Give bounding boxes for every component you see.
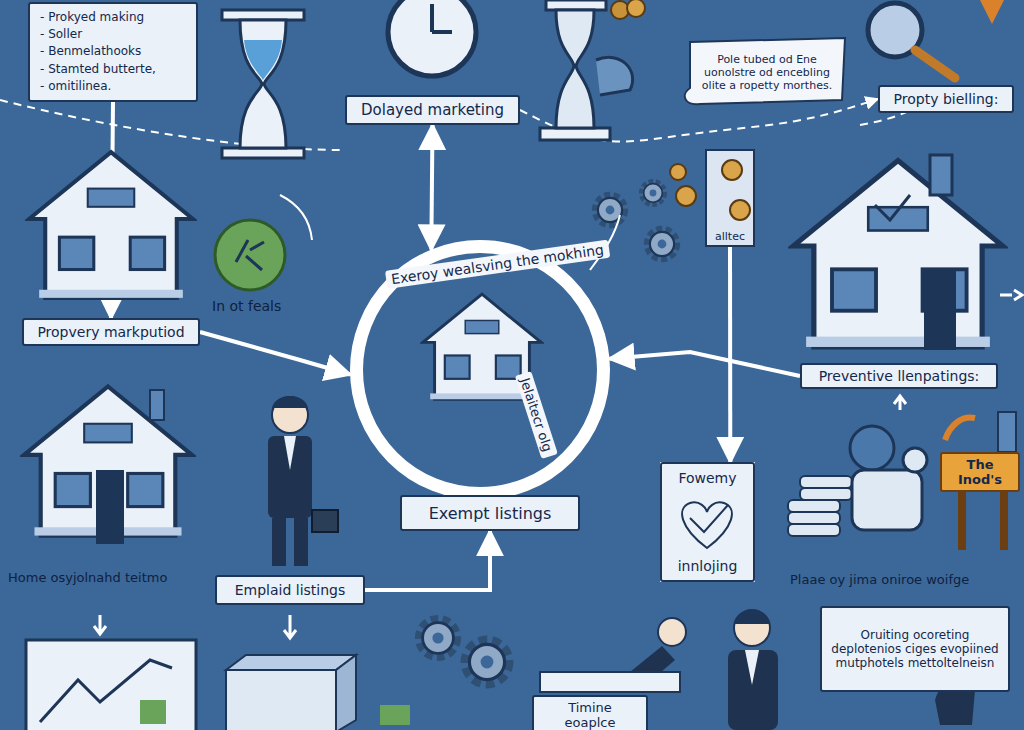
- coin: [730, 200, 750, 220]
- gear-icon: [648, 230, 677, 259]
- gear-icon: [420, 620, 456, 656]
- node-text: Oruiting ocoreting deplotenios ciges evo…: [830, 628, 1000, 670]
- clock-icon: [388, 0, 476, 76]
- node-text: The Inod's: [946, 457, 1014, 487]
- badge-icon: [215, 220, 285, 290]
- sign-post: [958, 488, 966, 550]
- person-figure: [728, 610, 778, 730]
- node-text: - Stamted butterte,: [40, 61, 156, 78]
- check-mark: [690, 505, 728, 532]
- coin: [627, 0, 645, 17]
- process-box: Dolayed marketing: [345, 95, 520, 125]
- process-box: Exempt listings: [400, 495, 580, 531]
- process-box: Preventive llenpatings:: [800, 363, 998, 389]
- node-text: Exeroy wealsving the mokhing: [385, 240, 610, 289]
- note-list: - Prokyed making- Soller- Benmelathooks-…: [28, 2, 198, 102]
- free-label: Plaae oy jima oniroe woifge: [790, 572, 969, 587]
- gear-icon: [596, 196, 625, 225]
- node-text: Jelaitecr olg: [515, 371, 558, 459]
- coin: [670, 164, 686, 180]
- arrow-stub: [894, 396, 906, 410]
- house-icon: [29, 152, 193, 298]
- node-text: innlojing: [678, 558, 738, 574]
- node-text: Propty bielling:: [894, 91, 999, 107]
- box-icon: [226, 655, 356, 730]
- scroll-note: Pole tubed od Ene uonolstre od encebling…: [694, 42, 840, 102]
- hourglass-icon: [222, 10, 304, 158]
- sign-post: [1000, 488, 1008, 550]
- coin-stack: [788, 426, 927, 536]
- flag-card: [706, 150, 754, 246]
- house-icon: [793, 161, 1003, 347]
- cycle-circle: Exeroy wealsving the mokhingJelaitecr ol…: [350, 240, 610, 500]
- tower-icon: [998, 412, 1016, 452]
- node-text: Preventive llenpatings:: [819, 368, 980, 384]
- flag-label: alltec: [704, 226, 756, 246]
- free-label: Home osyjolnahd teitmo: [8, 570, 167, 585]
- gear-icon: [466, 641, 508, 683]
- node-text: Emplaid listings: [235, 582, 346, 598]
- magnifier-icon: [868, 3, 955, 78]
- arrow-stub: [284, 615, 296, 638]
- connector-arrow: [728, 246, 732, 462]
- node-text: - Prokyed making: [40, 9, 144, 26]
- connector-arrow: [610, 352, 800, 376]
- node-text: Timine eoaplce: [542, 700, 638, 730]
- node-text: - omitilinea.: [40, 78, 111, 95]
- connector-arrow: [200, 332, 350, 375]
- node-text: Pole tubed od Ene uonolstre od encebling…: [694, 53, 840, 92]
- chart-icon: [26, 640, 196, 730]
- node-text: Exempt listings: [429, 504, 552, 523]
- gear-icon: [642, 182, 664, 204]
- cushion-icon: [380, 705, 410, 725]
- heart-icon: [682, 502, 732, 548]
- connector-arrow: [431, 125, 432, 249]
- door: [96, 470, 124, 544]
- check-mark: [875, 195, 910, 220]
- marker-icon: [980, 0, 1004, 24]
- node-text: - Benmelathooks: [40, 43, 141, 60]
- check-card: Fowemy innlojing: [660, 462, 755, 582]
- connector-arrow: [365, 531, 490, 590]
- coin: [676, 186, 696, 206]
- coin: [722, 160, 742, 180]
- person-figure: [540, 618, 686, 692]
- free-label: In ot feals: [212, 298, 281, 314]
- process-box: Timine eoaplce: [532, 695, 648, 730]
- arrow-stub: [1000, 290, 1022, 300]
- chimney: [150, 390, 164, 420]
- door: [924, 270, 956, 350]
- dashed-flow: [0, 100, 340, 150]
- process-box: Propvery markputiod: [22, 318, 200, 346]
- note-box: Oruiting ocoreting deplotenios ciges evo…: [820, 606, 1010, 692]
- arrow-stub: [94, 615, 106, 634]
- process-box: Propty bielling:: [878, 85, 1014, 113]
- node-text: Fowemy: [678, 470, 736, 486]
- node-text: - Soller: [40, 26, 82, 43]
- scroll-note: [685, 38, 845, 104]
- node-text: alltec: [715, 230, 745, 243]
- sign-board: The Inod's: [940, 452, 1020, 492]
- curved-arrow: [945, 417, 975, 440]
- person-figure: [268, 396, 338, 566]
- node-text: Dolayed marketing: [361, 101, 504, 119]
- card-fill: [660, 462, 755, 582]
- process-box: Emplaid listings: [215, 575, 365, 605]
- curved-arrow: [280, 195, 312, 240]
- hourglass-icon: [540, 0, 633, 140]
- chimney: [930, 155, 952, 195]
- node-text: Propvery markputiod: [37, 324, 184, 340]
